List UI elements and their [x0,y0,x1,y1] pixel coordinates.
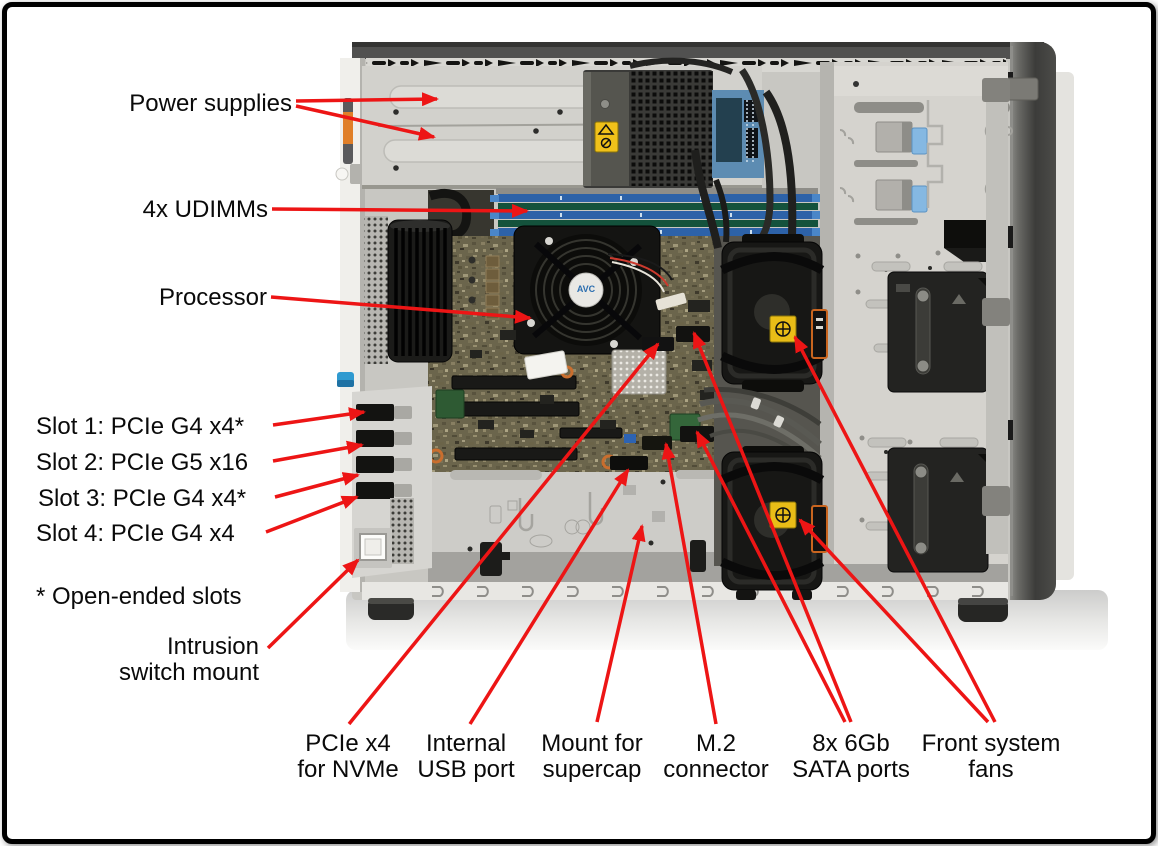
psu-cables [691,149,722,249]
blue-bay-label [911,185,928,213]
fan-hub [568,272,604,308]
drive-bracket-upper [887,271,989,393]
arrow-supercap [595,524,646,723]
arrow-sata-1 [695,430,847,723]
callout-slot4: Slot 4: PCIe G4 x4 [36,520,235,547]
rear-vent-mesh [364,216,388,364]
arrow-slot3 [274,472,360,499]
internal-usb-port [610,456,648,470]
front-bezel [1010,42,1056,600]
arrow-udimms [271,203,529,218]
arrow-internal-usb [468,468,630,725]
motherboard: AVC [428,225,762,472]
callout-front-fans: Front system fans [921,730,1061,783]
arrow-power-supply-2 [295,104,436,141]
arrow-front-fan-1 [798,518,990,724]
blue-bay-label [911,127,928,155]
cpu-cooler: AVC [513,225,661,355]
psu-warning-label [594,121,619,153]
callout-udimms: 4x UDIMMs [142,196,268,223]
drive-cage [820,62,1013,573]
arrow-slot4 [265,495,359,534]
arrow-slot1 [272,407,366,427]
supercap-mount-stamp [623,485,636,495]
chipset-heatsink [611,349,667,395]
arrow-m2 [661,442,718,725]
callout-sata: 8x 6Gb SATA ports [792,730,910,783]
floor-shadow [346,590,1108,650]
arrow-sata-2 [692,331,853,723]
nic-chip [435,389,465,419]
callout-processor: Processor [158,284,267,311]
callout-open-ended-note: * Open-ended slots [36,583,242,610]
callout-slot1: Slot 1: PCIe G4 x4* [36,413,245,440]
callout-power-supplies: Power supplies [129,90,292,117]
arrow-processor [270,295,532,324]
rear-io-column [352,216,453,578]
intrusion-switch-mount [354,528,392,568]
front-fan-lower [720,446,828,600]
arrow-front-fan-2 [793,335,997,723]
arrow-pcie-nvme [347,342,660,726]
callout-m2: M.2 connector [663,730,769,783]
fan-warning-label-lower [769,501,797,529]
rear-case-fan [387,219,453,363]
front-door-edge [1056,72,1074,580]
callout-internal-usb: Internal USB port [417,730,515,783]
callout-intrusion-switch: Intrusion switch mount [118,633,259,686]
arrow-power-supply-1 [295,92,439,107]
fan-hub-logo: AVC [577,284,596,294]
power-supply-unit [583,57,734,188]
fan-warning-label-upper [769,315,797,343]
callout-slot3: Slot 3: PCIe G4 x4* [38,485,247,512]
callout-pcie-nvme: PCIe x4 for NVMe [297,730,399,783]
board-sticker [524,350,568,380]
chassis-feet [368,598,1008,622]
usb3-header [624,434,636,443]
callout-arrows [265,92,997,726]
drive-bracket-lower [887,447,989,573]
callout-supercap: Mount for supercap [541,730,643,783]
arrow-intrusion-switch [266,558,360,650]
orange-release-clip [343,112,353,144]
arrow-slot2 [272,440,364,463]
callout-slot2: Slot 2: PCIe G5 x16 [36,449,249,476]
